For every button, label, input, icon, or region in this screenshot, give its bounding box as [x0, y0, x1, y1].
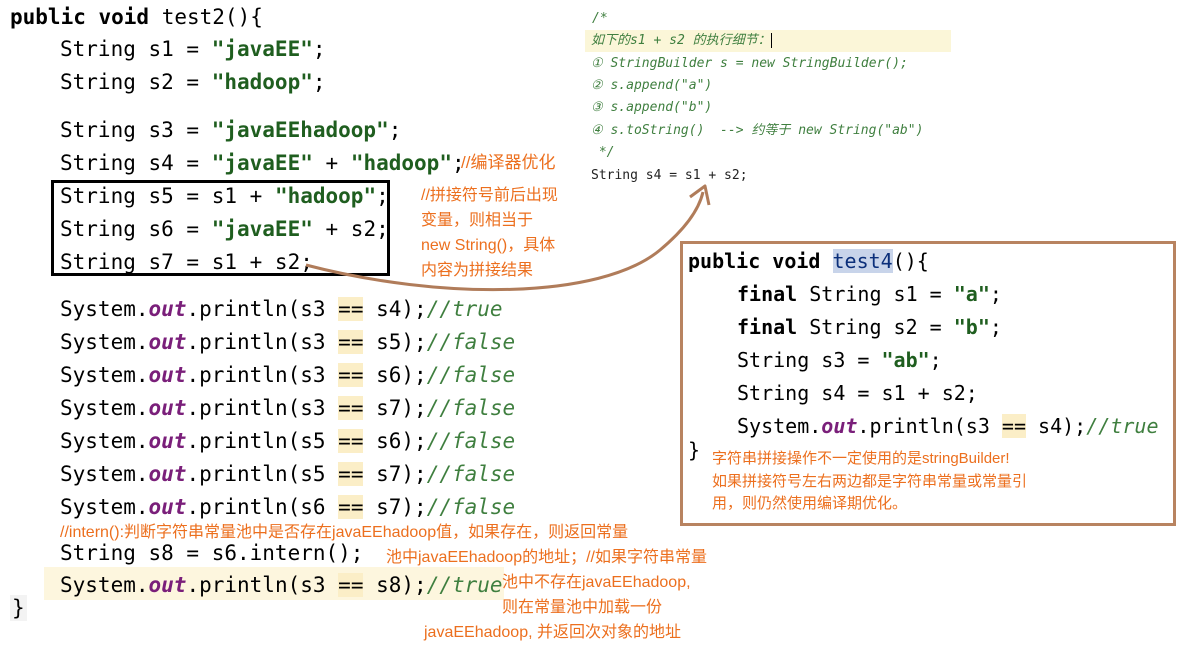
println-line: System.out.println(s3 == s4);//true — [60, 297, 503, 321]
arrow-curve — [305, 191, 705, 292]
current-line-highlight — [44, 567, 504, 600]
test2-close-brace: } — [10, 595, 27, 621]
detail-heading: 如下的s1 + s2 的执行细节： — [585, 30, 951, 52]
test4-box — [680, 241, 1176, 526]
code-line-s1: String s1 = "javaEE"; — [60, 37, 326, 61]
test4-signature: public void test4(){ — [688, 249, 929, 273]
println-line: System.out.println(s3 == s7);//false — [60, 396, 516, 420]
detail-step: ④ s.toString() --> 约等于 new String("ab") — [591, 123, 924, 138]
detail-step: ① StringBuilder s = new StringBuilder(); — [591, 56, 908, 71]
code-line-s4: String s4 = "javaEE" + "hadoop"; — [60, 151, 465, 175]
detail-open-comment: /* — [592, 11, 608, 26]
test4-println: System.out.println(s3 == s4);//true — [737, 414, 1159, 438]
test4-line-s3: String s3 = "ab"; — [737, 348, 942, 372]
test4-line-s2: final String s2 = "b"; — [737, 315, 1002, 339]
detail-step: ③ s.append("b") — [591, 100, 713, 115]
intern-note-continued: 池中javaEEhadoop的地址；//如果字符串常量池中不存在javaEEha… — [386, 549, 707, 641]
code-line-s2: String s2 = "hadoop"; — [60, 70, 326, 94]
test4-close-brace: } — [688, 438, 701, 462]
detail-statement: String s4 = s1 + s2; — [591, 168, 748, 183]
println-line: System.out.println(s3 == s6);//false — [60, 363, 516, 387]
test4-method-name[interactable]: test4 — [832, 249, 893, 273]
detail-step: ② s.append("a") — [591, 78, 713, 93]
compiler-optimization-comment: //编译器优化 — [461, 153, 556, 172]
test4-line-s4: String s4 = s1 + s2; — [737, 381, 978, 405]
concat-highlight-box — [51, 180, 390, 276]
arrow-head — [689, 184, 711, 206]
test4-note: 字符串拼接操作不一定使用的是stringBuilder!如果拼接符号左右两边都是… — [712, 450, 1028, 512]
println-line-s8: System.out.println(s3 == s8);//true — [60, 573, 503, 597]
code-line-s6: String s6 = "javaEE" + s2; — [60, 217, 389, 241]
code-line-s7: String s7 = s1 + s2; — [60, 250, 313, 274]
intern-note-line1: //intern():判断字符串常量池中是否存在javaEEhadoop值，如果… — [60, 524, 629, 541]
test4-line-s1: final String s1 = "a"; — [737, 282, 1002, 306]
text-caret — [770, 33, 773, 48]
code-line-s8: String s8 = s6.intern(); — [60, 541, 364, 565]
test2-signature: public void test2(){ — [10, 5, 263, 29]
println-line: System.out.println(s5 == s7);//false — [60, 462, 516, 486]
code-line-s5: String s5 = s1 + "hadoop"; — [60, 184, 389, 208]
println-line: System.out.println(s3 == s5);//false — [60, 330, 516, 354]
detail-close-comment: */ — [591, 145, 615, 160]
code-line-s3: String s3 = "javaEEhadoop"; — [60, 118, 402, 142]
println-line: System.out.println(s6 == s7);//false — [60, 495, 516, 519]
println-line: System.out.println(s5 == s6);//false — [60, 429, 516, 453]
